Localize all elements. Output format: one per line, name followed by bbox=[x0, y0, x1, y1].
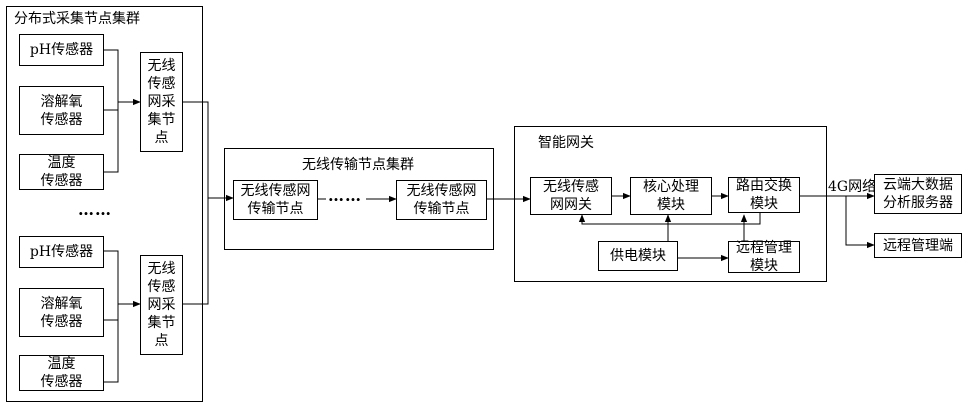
gateway-title: 智能网关 bbox=[538, 134, 594, 152]
sensor-ellipsis: …… bbox=[78, 200, 112, 219]
core-processing-module: 核心处理 模块 bbox=[630, 177, 712, 215]
ph-sensor-1: pH传感器 bbox=[19, 34, 104, 66]
temperature-sensor-1: 温度 传感器 bbox=[19, 154, 104, 190]
wsn-collector-node-1: 无线 传感 网采 集节 点 bbox=[140, 52, 183, 152]
dissolved-oxygen-sensor-2: 溶解氧 传感器 bbox=[19, 288, 104, 337]
cloud-analysis-server: 云端大数据 分析服务器 bbox=[874, 174, 962, 214]
transmission-node-2: 无线传感网 传输节点 bbox=[396, 180, 487, 220]
transmission-cluster-title: 无线传输节点集群 bbox=[302, 156, 414, 174]
transmission-dots: …… bbox=[328, 186, 362, 205]
routing-switch-module: 路由交换 模块 bbox=[728, 177, 800, 213]
remote-management-terminal: 远程管理端 bbox=[874, 233, 962, 258]
ph-sensor-2: pH传感器 bbox=[19, 236, 104, 268]
dissolved-oxygen-sensor-1: 溶解氧 传感器 bbox=[19, 86, 104, 135]
remote-management-module: 远程管理 模块 bbox=[728, 241, 800, 273]
collection-cluster-title: 分布式采集节点集群 bbox=[14, 10, 140, 28]
network-label: 4G网络 bbox=[828, 178, 876, 196]
power-supply-module: 供电模块 bbox=[598, 241, 678, 271]
wsn-gateway-module: 无线传感 网网关 bbox=[530, 177, 612, 215]
temperature-sensor-2: 温度 传感器 bbox=[19, 355, 104, 391]
transmission-node-1: 无线传感网 传输节点 bbox=[233, 180, 318, 220]
wsn-collector-node-2: 无线 传感 网采 集节 点 bbox=[140, 255, 183, 355]
